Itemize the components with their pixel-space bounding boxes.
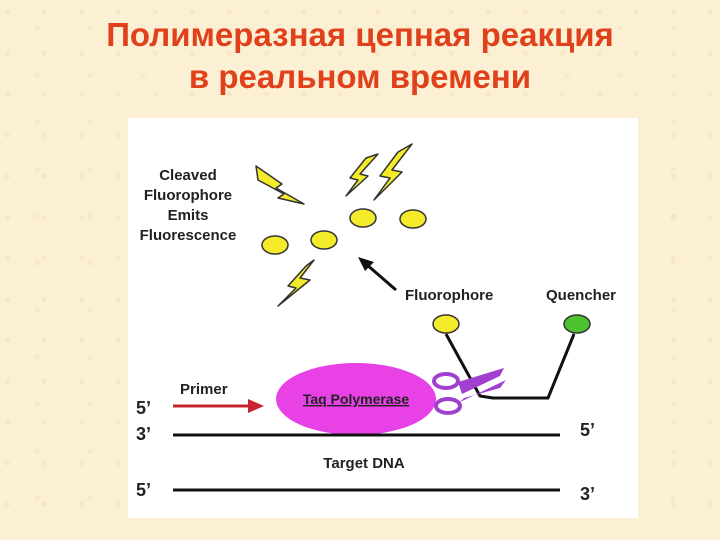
strand-label-5-bottom-left: 5’	[136, 480, 151, 500]
release-arrow	[358, 257, 397, 292]
strand-label-5-top-right: 5’	[580, 420, 595, 440]
cleaved-label-line-1: Cleaved	[159, 167, 217, 184]
fluorophore-label: Fluorophore	[405, 287, 493, 304]
lightning-bolt-icon	[255, 165, 305, 205]
primer-label: Primer	[180, 381, 228, 398]
cleaved-label-line-4: Fluorescence	[140, 227, 237, 244]
target-dna-label: Target DNA	[323, 455, 405, 472]
probe-fluorophore	[432, 314, 460, 334]
strand-label-3-bottom-right: 3’	[580, 484, 595, 504]
cleaved-label-line-2: Fluorophore	[144, 187, 232, 204]
released-fluorophore	[399, 209, 427, 229]
lightning-bolt-icon	[277, 259, 315, 307]
quencher-label: Quencher	[546, 287, 616, 304]
taqman-diagram: Cleaved Fluorophore Emits Fluorescence F…	[128, 118, 638, 518]
taq-polymerase	[276, 363, 436, 435]
lightning-bolt-icon	[345, 153, 379, 197]
released-fluorophore	[261, 235, 289, 255]
cleaved-label-line-3: Emits	[168, 207, 209, 224]
strand-label-3-top-left: 3’	[136, 424, 151, 444]
lightning-bolt-icon	[373, 143, 413, 201]
released-fluorophore	[310, 230, 338, 250]
slide-title-line-2: в реальном времени	[188, 58, 532, 95]
taq-polymerase-label: Taq Polymerase	[303, 391, 410, 407]
slide-title-line-1: Полимеразная цепная реакция	[106, 16, 614, 53]
quencher	[563, 314, 591, 334]
probe-strand	[444, 333, 576, 400]
slide-title: Полимеразная цепная реакция в реальном в…	[0, 14, 720, 98]
scissors-icon	[432, 368, 506, 415]
strand-label-5-top-left: 5’	[136, 398, 151, 418]
primer-arrow	[173, 399, 264, 413]
released-fluorophore	[349, 208, 377, 228]
